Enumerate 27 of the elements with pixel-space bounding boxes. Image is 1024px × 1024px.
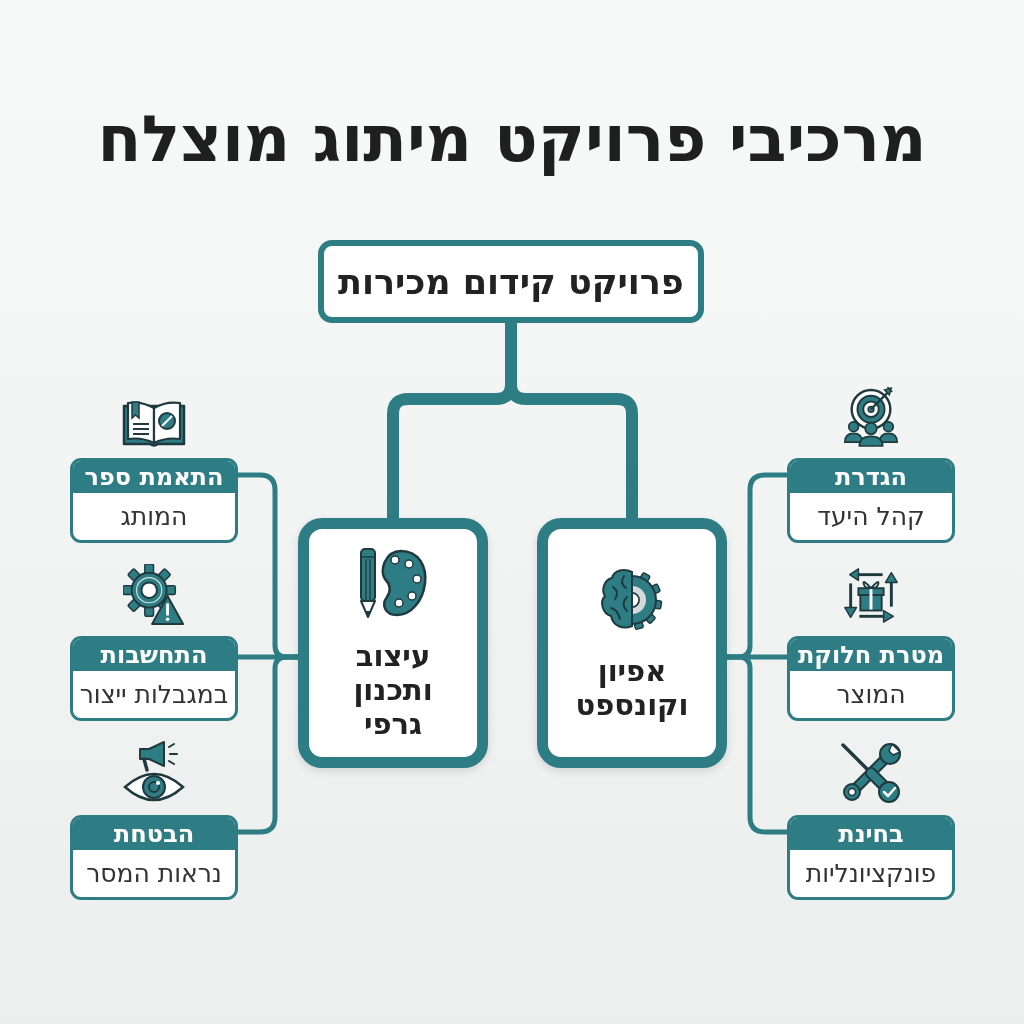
card-heading: התחשבות: [73, 639, 235, 671]
card-text: נראות המסר: [86, 858, 222, 889]
step-card: [787, 636, 955, 721]
card-title: אפיון וקונספט: [574, 654, 690, 722]
step-card: [70, 458, 238, 543]
category-card: [537, 518, 727, 768]
card-heading: התאמת ספר: [73, 461, 235, 493]
step-card: [70, 636, 238, 721]
card-heading: הבטחת: [73, 818, 235, 850]
connector-line: [238, 654, 298, 835]
card-text: פונקציונליות: [805, 858, 937, 889]
diagram-title: מרכיבי פרויקט מיתוג מוצלח: [96, 102, 928, 176]
root-box: [318, 240, 704, 323]
card-heading: הגדרת: [790, 461, 952, 493]
card-heading: מטרת חלוקת: [790, 639, 952, 671]
card-text: במגבלות ייצור: [79, 679, 229, 710]
card-text: המוצר: [836, 679, 906, 710]
card-title: עיצוב ותכנון גרפי: [352, 639, 434, 741]
category-card: [298, 518, 488, 768]
step-card: [70, 815, 238, 900]
step-card: [787, 458, 955, 543]
step-card: [787, 815, 955, 900]
card-text: קהל היעד: [817, 501, 925, 532]
card-text: המותג: [120, 501, 188, 532]
connector-line: [727, 654, 787, 835]
root-title: פרויקט קידום מכירות: [338, 260, 684, 303]
card-heading: בחינת: [790, 818, 952, 850]
